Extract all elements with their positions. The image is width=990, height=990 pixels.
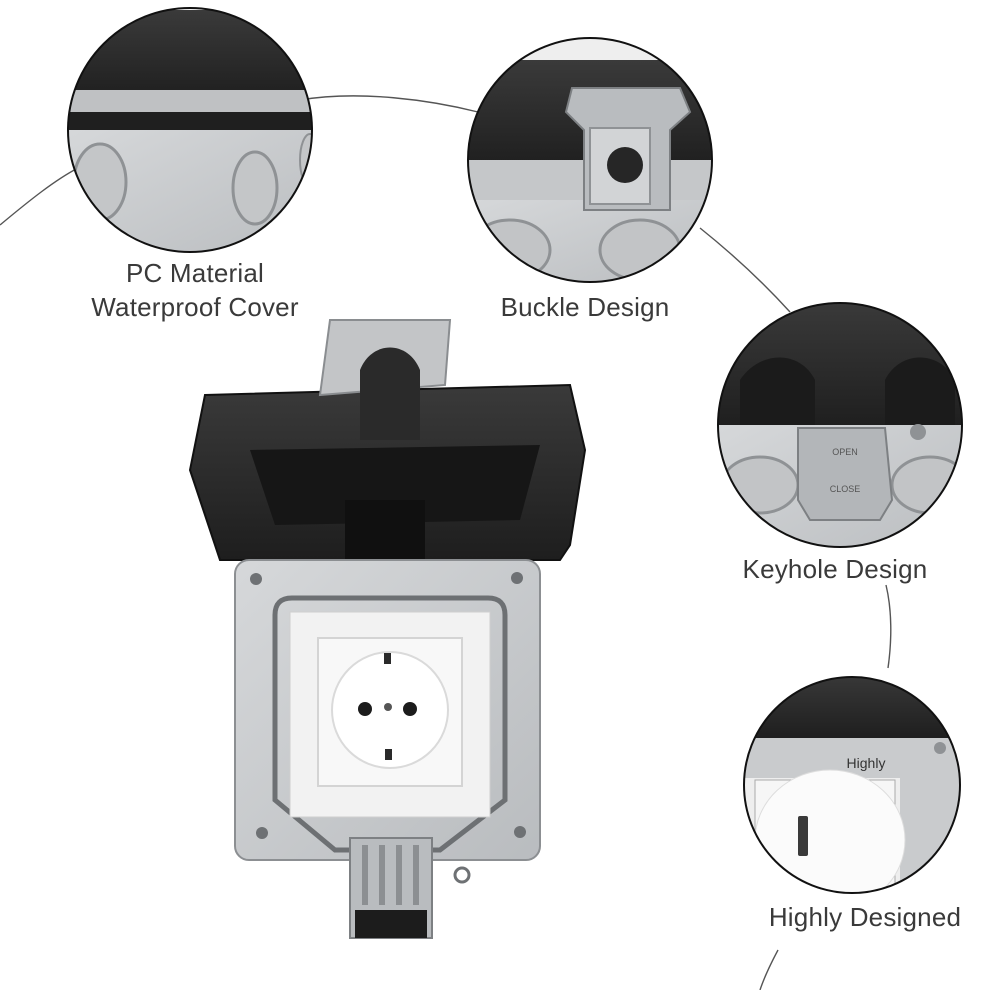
keyhole-open-text: OPEN xyxy=(832,447,858,457)
caption-pc-material-line2: Waterproof Cover xyxy=(91,292,299,322)
connector-line-bottom xyxy=(759,949,779,990)
connector-lines xyxy=(0,95,892,990)
keyhole-close-text: CLOSE xyxy=(830,484,861,494)
waterproof-socket-product xyxy=(188,319,587,939)
callout-keyhole-zoom: OPEN CLOSE xyxy=(717,302,963,548)
caption-pc-material: PC Material Waterproof Cover xyxy=(70,256,320,324)
caption-keyhole-design: Keyhole Design xyxy=(742,554,928,584)
callout-pc-material-zoom xyxy=(67,7,313,253)
connector-line-right xyxy=(699,227,791,313)
caption-pc-material-line1: PC Material xyxy=(125,258,264,288)
connector-line-keyhole xyxy=(885,584,892,669)
connector-line-left xyxy=(0,167,79,226)
caption-highly-designed: Highly Designed xyxy=(768,902,962,932)
connector-line-top xyxy=(299,95,479,113)
highly-inset-text: Highly xyxy=(847,755,886,771)
callout-highly-zoom: Highly xyxy=(743,676,961,894)
caption-buckle-design: Buckle Design xyxy=(500,292,670,322)
callout-buckle-zoom xyxy=(467,37,713,283)
